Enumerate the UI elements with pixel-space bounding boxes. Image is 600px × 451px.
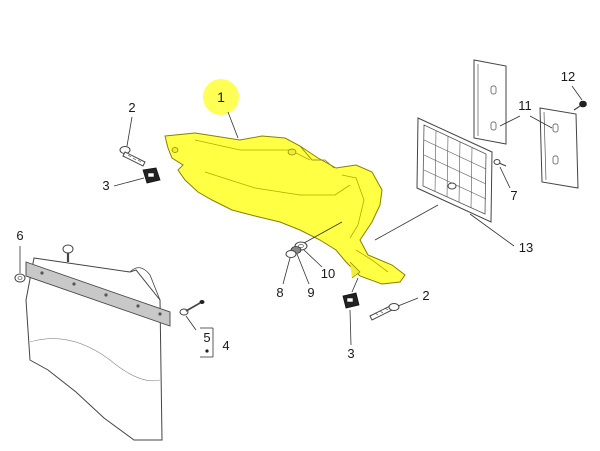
callout-4-label: 4: [222, 338, 229, 353]
callout-3-upper-label: 3: [102, 178, 109, 193]
part-6-nut[interactable]: [14, 273, 26, 283]
leader-2-upper: [126, 116, 133, 147]
leader-12: [571, 85, 583, 101]
leader-11-right: [529, 115, 553, 129]
leader-3-lower: [349, 309, 352, 346]
part-2-screw-lower[interactable]: [369, 303, 400, 321]
callout-12-label: 12: [561, 69, 575, 84]
part-7-screw[interactable]: [493, 159, 507, 167]
callout-2-lower-label: 2: [422, 288, 429, 303]
leader-13: [469, 213, 515, 247]
part-3-nut-clip-lower[interactable]: [342, 292, 360, 309]
callout-1[interactable]: 1: [203, 79, 239, 115]
part-5-rivet[interactable]: [179, 300, 205, 316]
mud-flap-bolt[interactable]: [62, 244, 74, 262]
callout-13-label: 13: [519, 240, 533, 255]
assembly-line-washers: [303, 221, 343, 244]
callout-3-lower-label: 3: [347, 346, 354, 361]
part-11-bracket-right[interactable]: [539, 107, 579, 189]
mud-flap-rail[interactable]: [25, 261, 171, 327]
callout-5-label: 5: [203, 330, 210, 345]
callout-6-label: 6: [16, 228, 23, 243]
callout-11-label: 11: [518, 98, 532, 113]
leader-7: [499, 166, 511, 189]
bracket-4-5: [200, 327, 214, 358]
part-12-screw[interactable]: [573, 100, 587, 111]
callout-1-label: 1: [217, 89, 225, 105]
callout-7-label: 7: [510, 188, 517, 203]
part-2-screw-upper[interactable]: [119, 146, 146, 167]
leader-11-left: [499, 115, 521, 127]
leader-1: [227, 111, 239, 139]
assembly-line-holder: [374, 204, 439, 241]
callout-2-upper-label: 2: [128, 100, 135, 115]
callout-8-label: 8: [276, 285, 283, 300]
part-4-clip-dot: [205, 349, 209, 353]
assembly-line-rivet: [185, 315, 197, 331]
callout-9-label: 9: [307, 285, 314, 300]
assembly-line-clip: [351, 277, 359, 293]
leader-8: [282, 257, 291, 285]
callout-10-label: 10: [321, 266, 335, 281]
part-8-nut[interactable]: [285, 250, 297, 258]
part-1-rear-fender[interactable]: [164, 132, 406, 285]
part-11-bracket-left[interactable]: [473, 59, 507, 145]
leader-9: [296, 253, 310, 285]
leader-10: [303, 249, 323, 268]
part-13-plate-holder[interactable]: [416, 117, 493, 223]
leader-3-upper: [113, 177, 145, 187]
leader-2-lower: [397, 297, 419, 307]
part-3-nut-clip-upper[interactable]: [142, 167, 161, 184]
